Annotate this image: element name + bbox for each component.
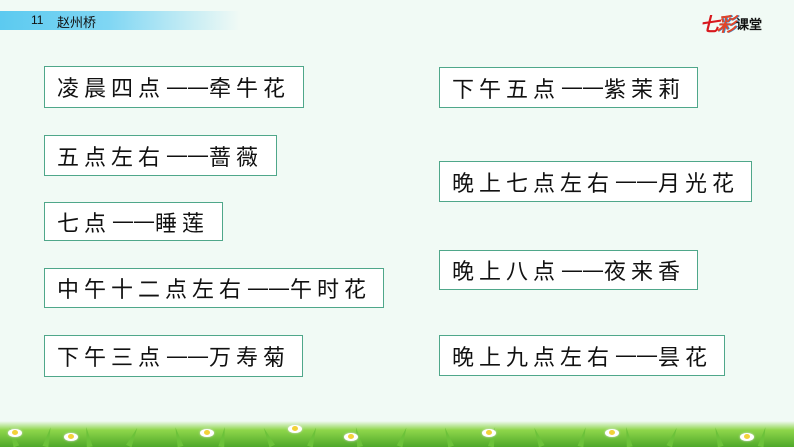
card-flower: 月光花 [658,171,740,197]
card-flower: 紫茉莉 [604,77,686,103]
card-dash: —— [166,143,209,168]
card-dash: —— [615,169,658,194]
card-time: 中午十二点左右 [57,278,247,303]
flower-clock-card: 七点——睡莲 [44,202,223,241]
daisy-icon [605,429,619,437]
flower-clock-card: 下午五点——紫茉莉 [439,67,698,108]
lesson-title: 赵州桥 [57,16,97,31]
logo-mark-char-1: 七 [700,13,719,36]
grass-border-decoration [0,421,794,447]
daisy-icon [482,429,496,437]
logo-mark-char-2: 彩 [717,13,736,36]
card-time: 晚上八点 [452,260,561,285]
card-dash: —— [615,343,658,368]
daisy-icon [64,433,78,441]
card-time: 五点左右 [57,145,166,171]
card-flower: 牵牛花 [209,77,291,102]
flower-clock-card: 下午三点——万寿菊 [44,335,303,377]
card-time: 晚上九点左右 [452,345,615,371]
lesson-title-bar [0,11,240,30]
daisy-icon [740,433,754,441]
flower-clock-card: 凌晨四点——牵牛花 [44,66,304,108]
card-time: 晚上七点左右 [452,171,615,197]
card-dash: —— [112,209,155,234]
flower-clock-card: 晚上九点左右——昙花 [439,335,725,376]
card-dash: —— [561,75,604,100]
card-dash: —— [247,275,290,301]
card-time: 下午三点 [57,346,166,371]
card-flower: 昙花 [658,345,713,371]
daisy-icon [8,429,22,437]
card-dash: —— [166,343,209,369]
card-flower: 万寿菊 [209,346,291,371]
flower-clock-card: 中午十二点左右——午时花 [44,268,384,308]
card-time: 七点 [57,211,112,237]
card-time: 下午五点 [452,77,561,103]
daisy-icon [200,429,214,437]
card-time: 凌晨四点 [57,77,166,102]
flower-clock-card: 晚上八点——夜来香 [439,250,698,290]
flower-clock-card: 晚上七点左右——月光花 [439,161,752,202]
card-dash: —— [561,257,604,283]
logo-text: 课堂 [736,17,763,33]
brand-logo: 七彩 课堂 [700,10,763,37]
flower-clock-card: 五点左右——蔷薇 [44,135,277,176]
lesson-number: 11 [31,13,44,27]
daisy-icon [344,433,358,441]
card-dash: —— [166,74,209,100]
daisy-icon [288,425,302,433]
card-flower: 午时花 [290,278,372,303]
card-flower: 蔷薇 [209,145,264,171]
card-flower: 睡莲 [155,211,210,237]
logo-mark: 七彩 [700,10,736,37]
card-flower: 夜来香 [604,260,686,285]
